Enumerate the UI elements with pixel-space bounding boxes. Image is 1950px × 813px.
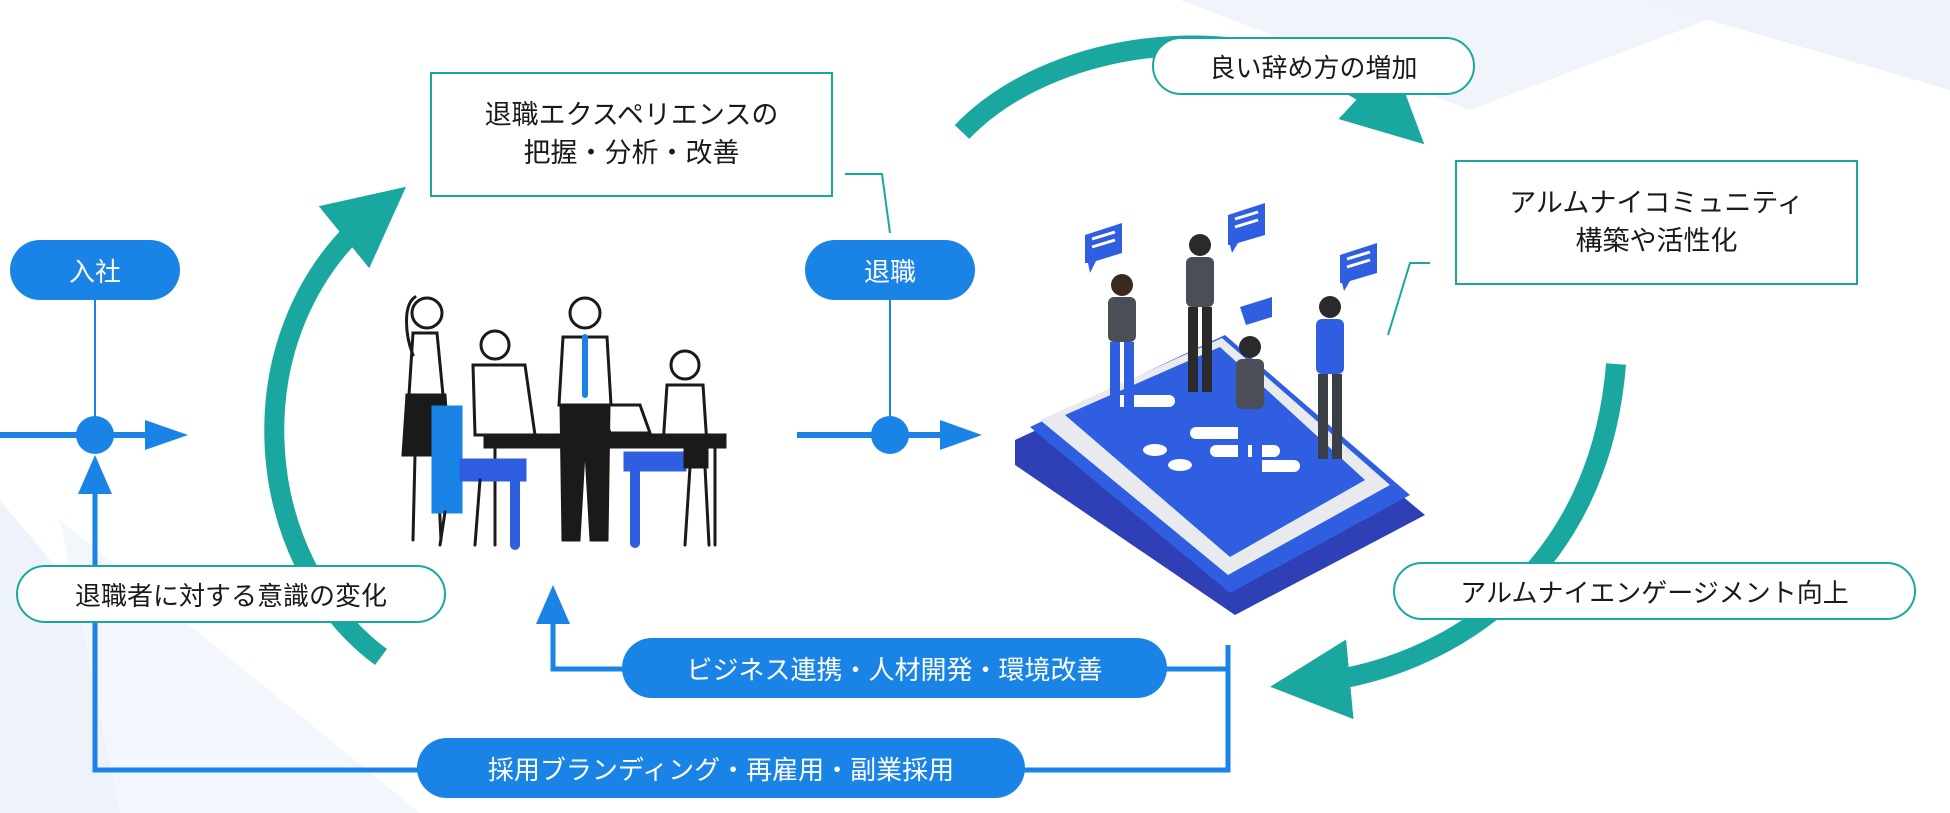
exit-experience-card: 退職エクスペリエンスの 把握・分析・改善	[430, 72, 833, 197]
exit-experience-line1: 退職エクスペリエンスの	[484, 100, 779, 132]
alumni-engagement-label: アルムナイエンゲージメント向上	[1393, 562, 1916, 620]
leader-line-alumni	[1387, 262, 1430, 336]
perception-change-label: 退職者に対する意識の変化	[16, 565, 446, 623]
business-collab-pill: ビジネス連携・人材開発・環境改善	[622, 638, 1167, 698]
better-resignations-label: 良い辞め方の増加	[1152, 37, 1475, 95]
leader-line-exit	[845, 173, 891, 234]
alumni-community-line2: 構築や活性化	[1575, 225, 1738, 257]
alumni-community-card: アルムナイコミュニティ 構築や活性化	[1455, 160, 1858, 285]
timeline-join	[0, 298, 188, 454]
exit-experience-line2: 把握・分析・改善	[523, 137, 740, 169]
join-node: 入社	[10, 240, 180, 300]
leave-node: 退職	[805, 240, 975, 300]
team-meeting-illustration	[401, 295, 727, 550]
timeline-leave	[797, 298, 982, 454]
alumni-community-line1: アルムナイコミュニティ	[1509, 188, 1804, 220]
alumni-smartphone-illustration	[1015, 203, 1425, 615]
recruiting-pill: 採用ブランディング・再雇用・副業採用	[417, 738, 1025, 798]
